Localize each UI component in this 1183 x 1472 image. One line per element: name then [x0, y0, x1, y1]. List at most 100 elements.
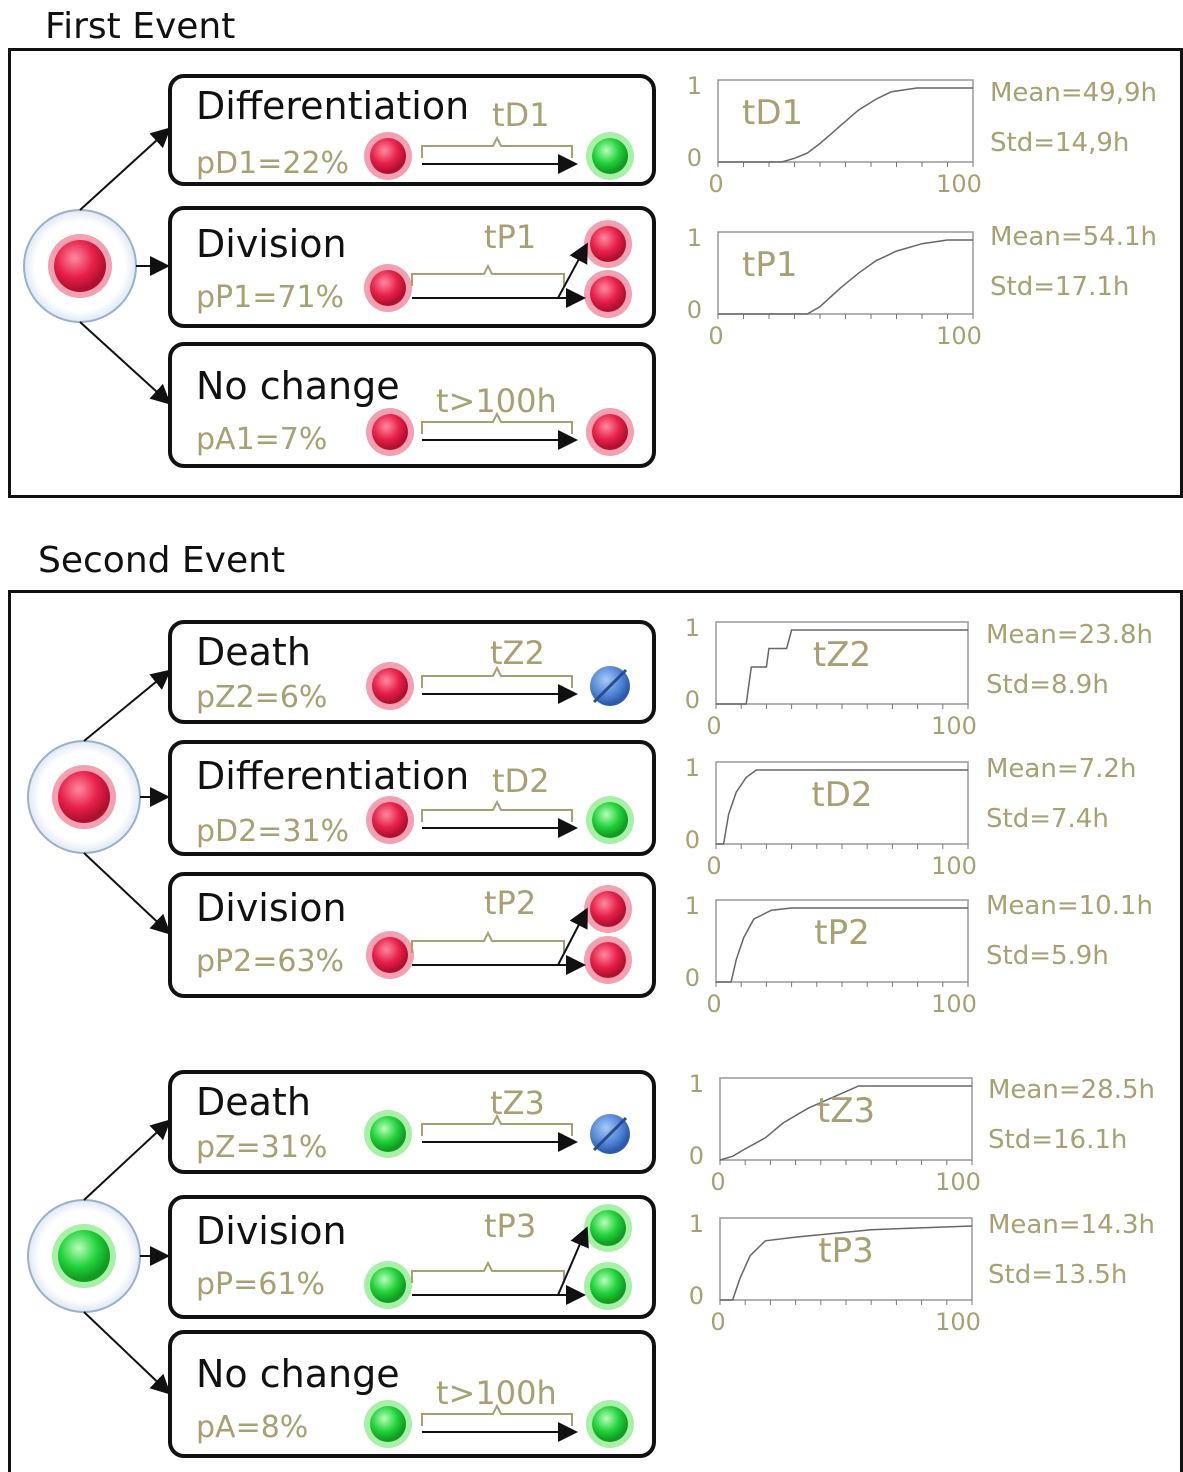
y-tick-label-max: 1 [685, 754, 700, 782]
branch-arrow-upper [83, 669, 172, 742]
mean-value: Mean=28.5h [988, 1075, 1155, 1105]
cell-nucleus [590, 1210, 626, 1246]
branch-death-3: Death pZ=31% tZ3 [168, 1070, 656, 1174]
cdf-line [718, 239, 973, 315]
cell-nucleus [372, 802, 408, 838]
chart-series-label: tP1 [742, 245, 797, 285]
branch-probability: pP1=71% [196, 280, 345, 315]
chart-series-label: tD2 [811, 775, 872, 815]
time-bracket [421, 135, 573, 158]
division-arrow-upper [557, 907, 588, 966]
branch-probability: pD1=22% [196, 146, 350, 181]
mean-value: Mean=54.1h [990, 222, 1157, 252]
branch-title: Death [196, 630, 311, 674]
x-tick-label-min: 0 [706, 990, 721, 1018]
branch-probability: pA=8% [196, 1410, 309, 1445]
time-bracket [421, 1403, 573, 1426]
mean-value: Mean=14.3h [988, 1210, 1155, 1240]
y-tick-label-max: 1 [685, 614, 700, 642]
branch-time-label: tD1 [492, 96, 550, 134]
green-cell-icon [586, 1400, 634, 1448]
cell-nucleus [370, 138, 406, 174]
dead-cell-icon [590, 666, 630, 706]
red-cell-icon [366, 662, 414, 710]
red-cell-icon [584, 220, 632, 268]
mean-value: Mean=10.1h [986, 891, 1153, 921]
chart-frame [715, 761, 969, 845]
cell-nucleus [372, 937, 408, 973]
red-cell-icon [364, 132, 412, 180]
cdf-line [720, 1225, 973, 1301]
branch-time-label: tD2 [492, 762, 550, 800]
dead-cell-slash [592, 1116, 628, 1152]
x-tick-label-max: 100 [936, 322, 982, 350]
green-cell-icon [584, 1262, 632, 1310]
red-cell-icon [364, 264, 412, 312]
std-value: Std=7.4h [986, 804, 1109, 834]
branch-probability: pZ2=6% [196, 680, 328, 715]
branch-title: Differentiation [196, 754, 470, 798]
x-tick-label-min: 0 [710, 1168, 725, 1196]
y-tick-label-min: 0 [685, 686, 700, 714]
cdf-line [716, 629, 968, 705]
time-bracket [411, 263, 565, 286]
green-cell-icon [364, 1400, 412, 1448]
branch-probability: pZ=31% [196, 1130, 328, 1165]
mean-value: Mean=49,9h [990, 78, 1157, 108]
red-cell-icon [366, 931, 414, 979]
y-tick-label-min: 0 [685, 964, 700, 992]
x-tick-label-max: 100 [931, 852, 977, 880]
green-cell-icon [364, 1110, 412, 1158]
std-value: Std=14,9h [990, 128, 1130, 158]
branch-title: Division [196, 1209, 347, 1253]
red-cell-icon [584, 885, 632, 933]
y-tick-label-min: 0 [689, 1282, 704, 1310]
branch-time-label: tP1 [484, 218, 537, 256]
cell-nucleus [58, 1230, 110, 1282]
y-tick-label-min: 0 [689, 1142, 704, 1170]
branch-arrow-upper [83, 1119, 171, 1201]
chart-series-label: tP2 [814, 913, 869, 953]
y-tick-label-max: 1 [687, 72, 702, 100]
time-bracket [421, 799, 573, 822]
cell-nucleus [370, 1406, 406, 1442]
y-tick-label-max: 1 [685, 892, 700, 920]
branch-death-2: Death pZ2=6% tZ2 [168, 620, 656, 724]
branch-title: Division [196, 222, 347, 266]
green-cell-icon [584, 1204, 632, 1252]
branch-arrow-upper [79, 127, 171, 211]
branch-probability: pP=61% [196, 1267, 325, 1302]
green-cell-icon [364, 1261, 412, 1309]
mean-value: Mean=7.2h [986, 754, 1137, 784]
std-value: Std=16.1h [988, 1125, 1128, 1155]
y-tick-label-min: 0 [687, 296, 702, 324]
branch-arrow-lower [83, 1311, 171, 1395]
dead-cell-icon [590, 1114, 630, 1154]
cell-nucleus [58, 771, 110, 823]
cell-nucleus [590, 1268, 626, 1304]
second-event-panel [8, 590, 1183, 1472]
cell-nucleus [54, 240, 106, 292]
time-bracket [421, 1113, 573, 1136]
branch-time-label: tP3 [484, 1207, 537, 1245]
second-event-title: Second Event [38, 540, 286, 581]
green-cell-icon [586, 796, 634, 844]
cell-nucleus [592, 414, 628, 450]
red-cell-icon [52, 765, 116, 829]
branch-differentiation-2: Differentiation pD2=31% tD2 [168, 740, 656, 856]
x-tick-label-max: 100 [931, 990, 977, 1018]
chart-frame [715, 621, 969, 705]
y-tick-label-max: 1 [689, 1210, 704, 1238]
